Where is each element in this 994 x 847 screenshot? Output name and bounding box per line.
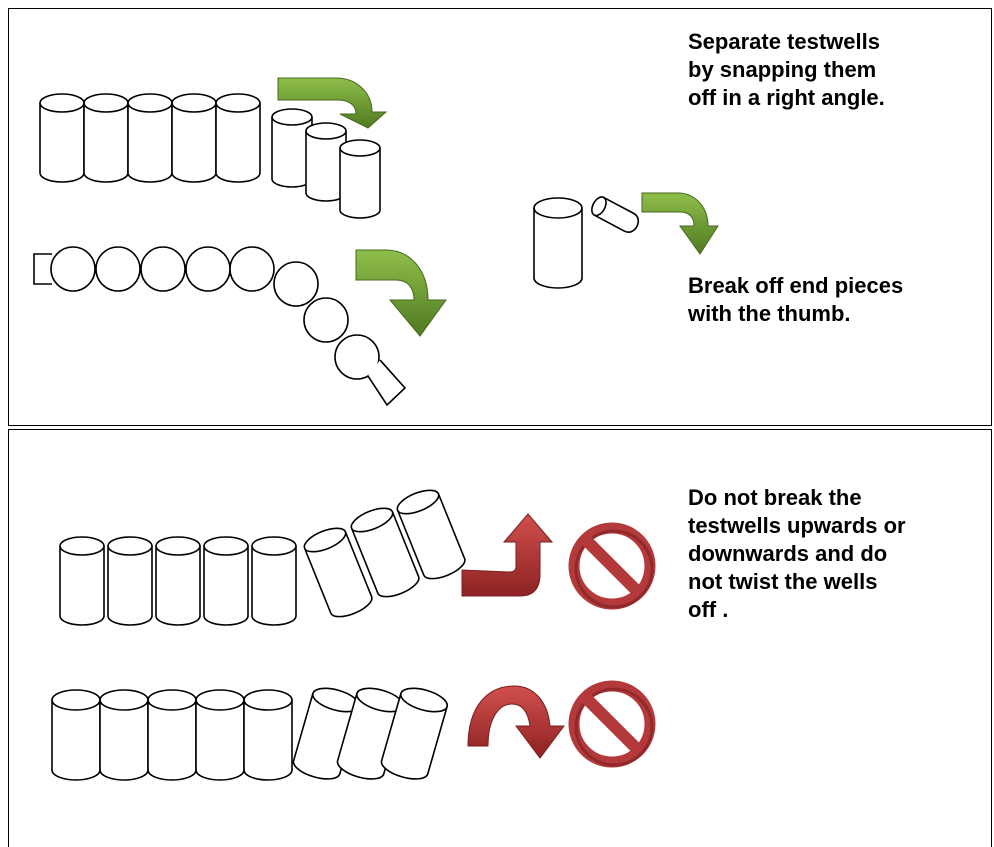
- panel-correct-handling: [8, 8, 992, 426]
- testwell-strip-top-view: [33, 246, 407, 407]
- instruction-end-pieces: Break off end pieces with the thumb.: [688, 273, 904, 326]
- green-curved-arrow-icon: [277, 77, 388, 129]
- red-up-arrow-icon: [461, 513, 554, 597]
- green-curved-arrow-icon: [355, 249, 447, 337]
- testwell-strip-twisted: [51, 682, 451, 785]
- testwell-strip-bent-upward: [59, 484, 469, 626]
- single-well-with-end-piece: [533, 196, 639, 289]
- red-twist-arrow-icon: [467, 685, 565, 759]
- no-entry-sign-icon: [568, 680, 656, 768]
- instruction-separate: Separate testwells by snapping them off …: [688, 29, 885, 110]
- green-curved-arrow-icon: [641, 192, 719, 255]
- no-entry-sign-icon: [568, 522, 656, 610]
- instruction-do-not: Do not break the testwells upwards or do…: [688, 485, 906, 622]
- testwell-strip-side-view: [39, 93, 261, 183]
